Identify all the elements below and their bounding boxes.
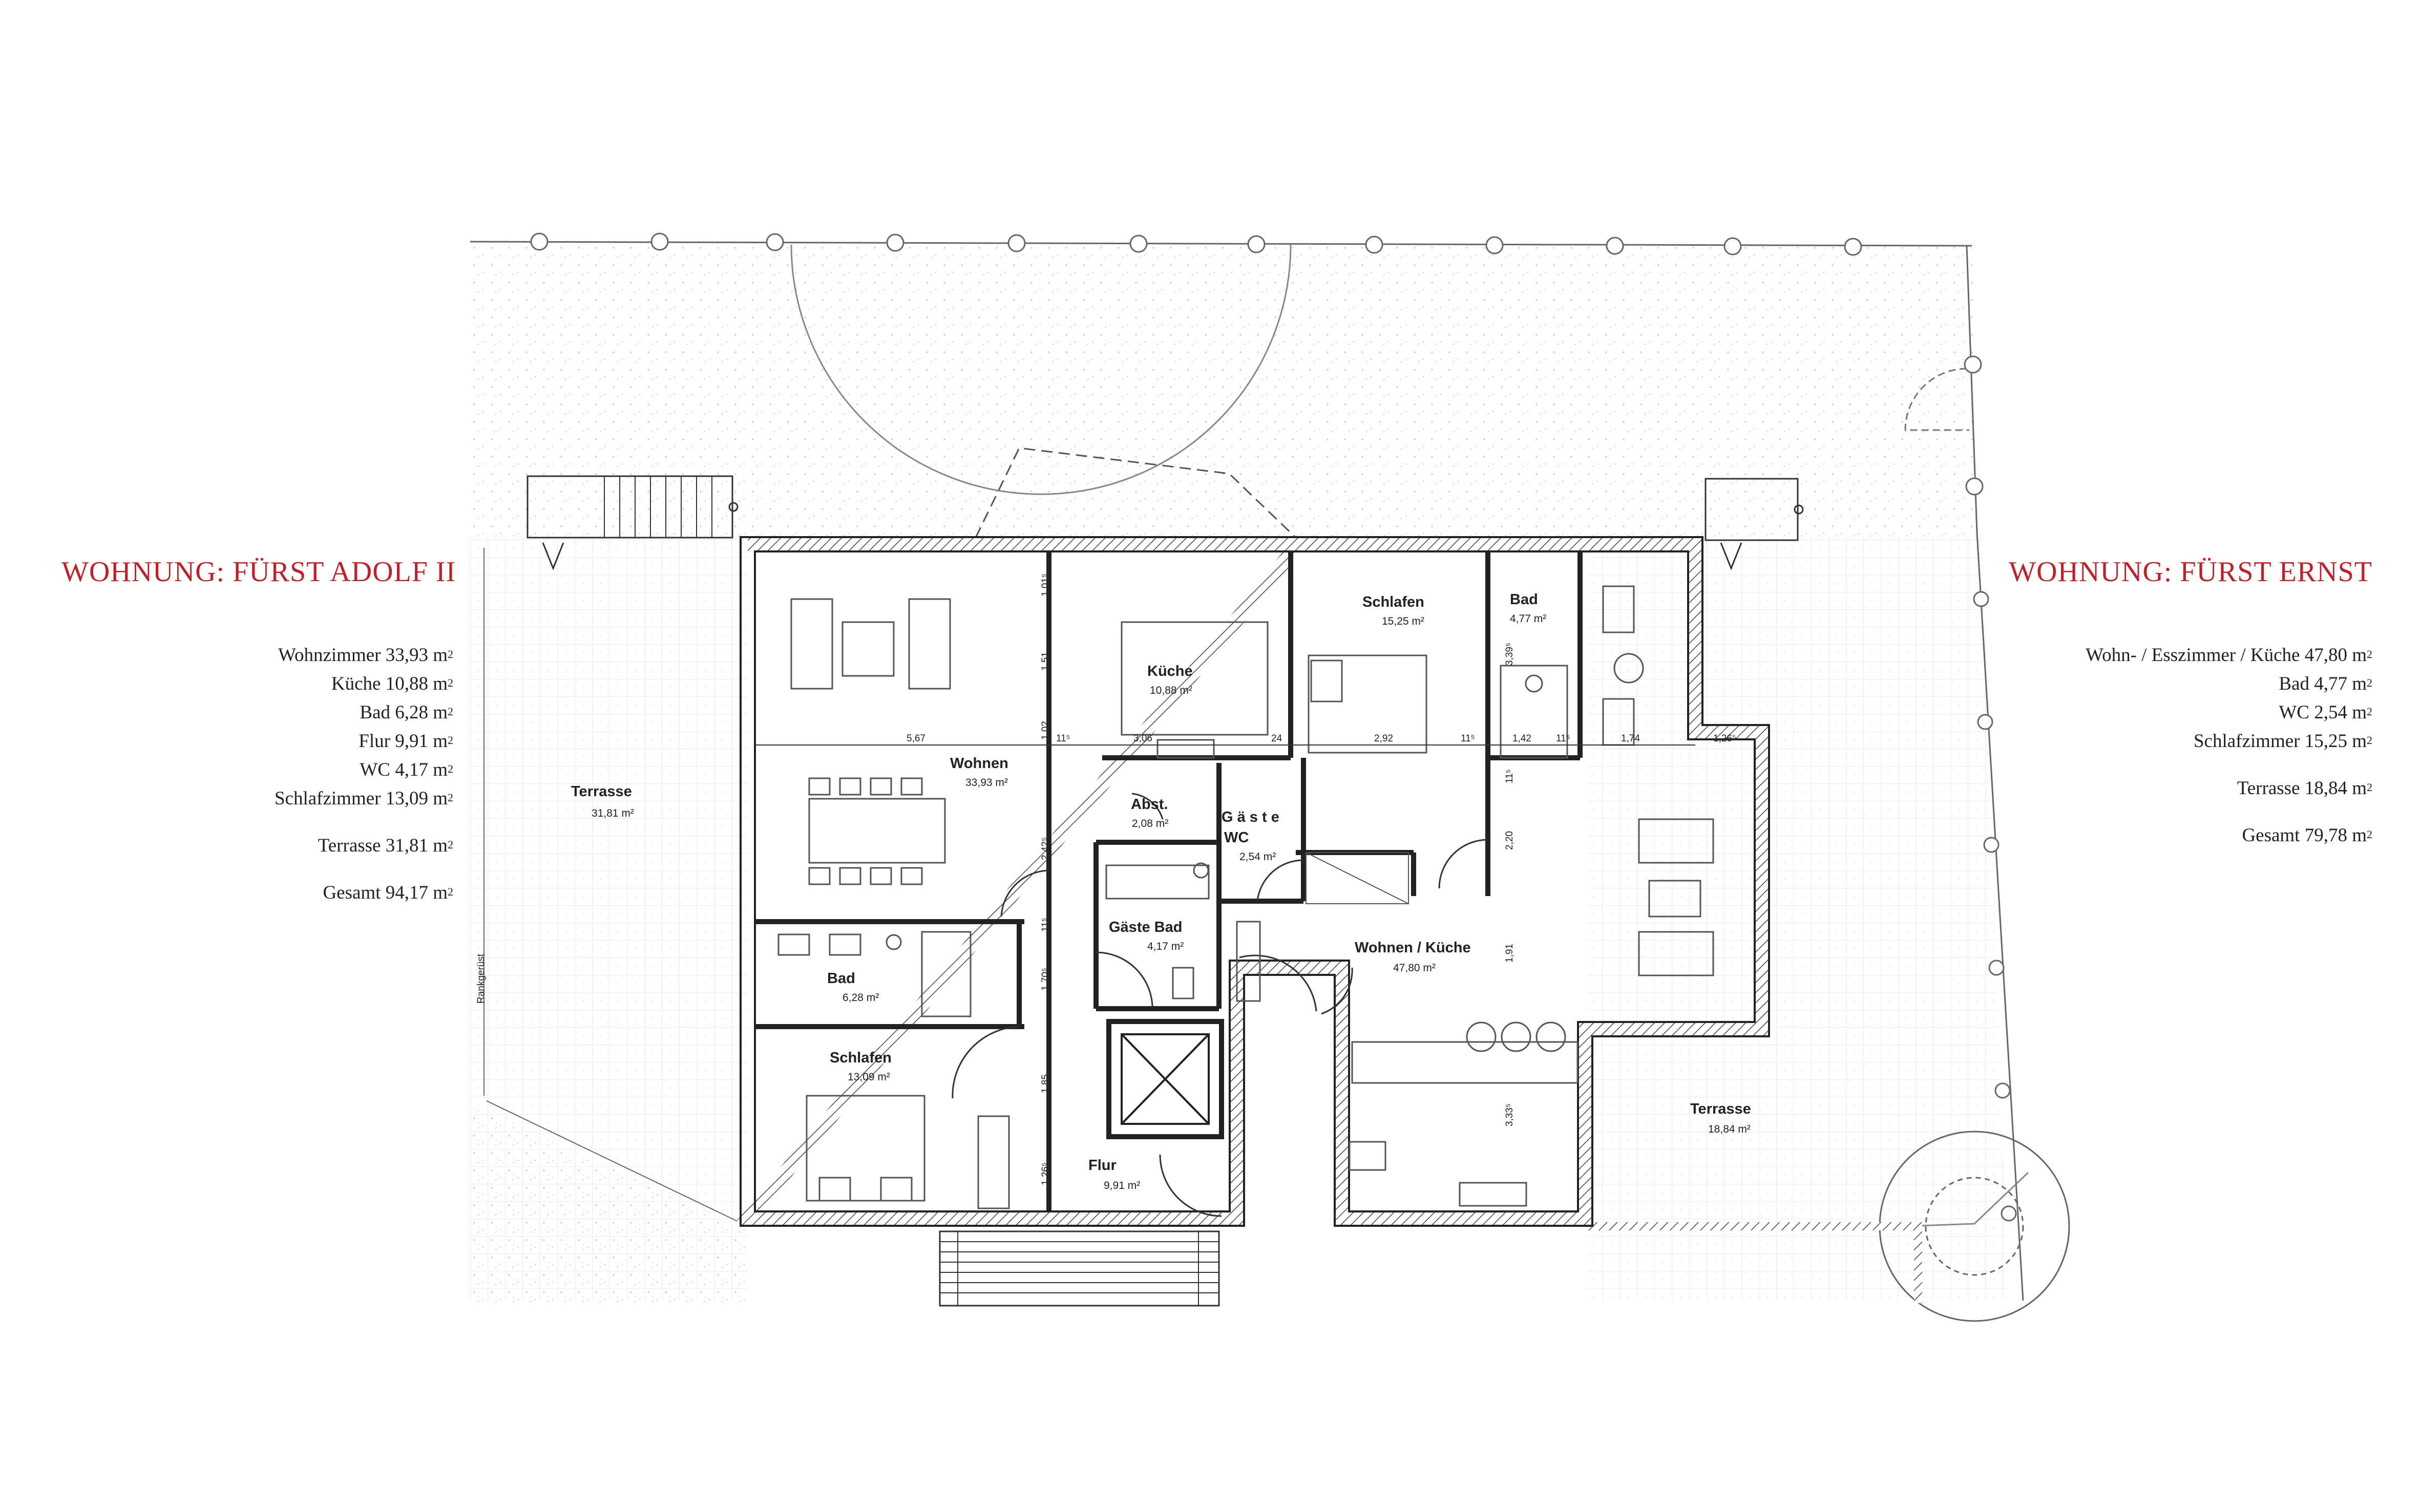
room-name-gaeste-wc: G ä s t e	[1222, 809, 1279, 825]
svg-text:3,33⁵: 3,33⁵	[1504, 1103, 1515, 1126]
area-row: Bad 4,77 m2	[2279, 673, 2372, 694]
room-name-abst: Abst.	[1131, 796, 1168, 813]
unit-title-left: WOHNUNG: FÜRST ADOLF II	[61, 556, 456, 588]
svg-text:5,67: 5,67	[907, 733, 925, 744]
svg-text:11⁵: 11⁵	[1056, 733, 1070, 744]
svg-text:1,26⁵: 1,26⁵	[1713, 733, 1736, 744]
stairs-left	[527, 475, 739, 571]
room-name-schlafen-left: Schlafen	[830, 1050, 892, 1066]
svg-text:2,20: 2,20	[1504, 831, 1515, 850]
room-area-terrasse-left: 31,81 m²	[592, 807, 634, 819]
svg-text:1,91: 1,91	[1504, 944, 1515, 963]
room-name-gaeste-wc-2: WC	[1224, 829, 1249, 846]
area-row: Wohnzimmer 33,93 m2	[278, 645, 453, 666]
room-area-bad-right: 4,77 m²	[1510, 613, 1546, 625]
svg-text:1,42: 1,42	[1512, 733, 1531, 744]
room-area-abst: 2,08 m²	[1132, 818, 1168, 829]
room-area-schlafen-left: 13,09 m²	[848, 1071, 890, 1083]
trellis	[483, 548, 743, 1224]
area-row: Flur 9,91 m2	[359, 731, 453, 752]
room-area-kueche: 10,88 m²	[1150, 685, 1192, 696]
room-area-gaeste-wc: 2,54 m²	[1239, 851, 1276, 863]
svg-text:1,02: 1,02	[1040, 721, 1051, 740]
svg-text:11⁵: 11⁵	[1461, 733, 1475, 744]
area-row: WC 4,17 m2	[360, 759, 453, 780]
area-row: Schlafzimmer 15,25 m2	[2193, 731, 2372, 752]
svg-text:2,42⁵: 2,42⁵	[1040, 837, 1051, 860]
room-name-kueche: Küche	[1147, 663, 1193, 679]
room-area-flur: 9,91 m²	[1104, 1180, 1140, 1191]
room-area-wohnen-kueche: 47,80 m²	[1393, 962, 1436, 974]
roof-outline	[975, 447, 1297, 539]
building-outline	[740, 536, 1770, 1227]
furniture	[777, 585, 1714, 1209]
room-area-schlafen-right: 15,25 m²	[1382, 615, 1424, 627]
area-row: Schlafzimmer 13,09 m2	[274, 788, 453, 809]
svg-text:1,74: 1,74	[1621, 733, 1640, 744]
room-name-terrasse-right: Terrasse	[1690, 1101, 1751, 1117]
dimensions: 5,67 1,01⁵ 1,51 1,02 11⁵ 3,06 24 2,92 11…	[907, 573, 1736, 1185]
doors	[952, 793, 1488, 1217]
room-name-gaeste-bad: Gäste Bad	[1109, 919, 1182, 935]
svg-text:11⁵: 11⁵	[1504, 769, 1515, 783]
gate-arc	[790, 244, 1292, 495]
elevator	[1106, 1019, 1224, 1139]
svg-text:3,06: 3,06	[1133, 733, 1152, 744]
area-row: Küche 10,88 m2	[331, 673, 453, 694]
room-name-schlafen-right: Schlafen	[1362, 594, 1424, 610]
svg-text:11⁵: 11⁵	[1040, 918, 1051, 932]
unit-area-list-left: Wohnzimmer 33,93 m2 Küche 10,88 m2 Bad 6…	[275, 641, 453, 907]
stairs-bottom	[939, 1230, 1220, 1307]
area-row-total: Gesamt 79,78 m2	[2242, 825, 2372, 846]
svg-text:1,85: 1,85	[1040, 1074, 1051, 1093]
room-name-terrasse-left: Terrasse	[571, 783, 632, 800]
svg-text:1,01⁵: 1,01⁵	[1040, 573, 1051, 597]
room-name-wohnen: Wohnen	[950, 755, 1008, 772]
svg-text:3,39⁵: 3,39⁵	[1504, 643, 1515, 666]
room-area-terrasse-right: 18,84 m²	[1708, 1123, 1751, 1135]
area-row: Wohn- / Esszimmer / Küche 47,80 m2	[2086, 645, 2372, 666]
stairs-right	[1704, 478, 1804, 571]
trellis-label: Rankgerüst	[476, 953, 487, 1004]
svg-text:11⁵: 11⁵	[1556, 733, 1570, 744]
fence	[470, 232, 2024, 1301]
area-row: Bad 6,28 m2	[360, 702, 453, 723]
room-area-bad-left: 6,28 m²	[843, 992, 879, 1004]
area-row-terrace: Terrasse 31,81 m2	[318, 835, 453, 856]
room-name-wohnen-kueche: Wohnen / Küche	[1355, 940, 1471, 956]
room-name-bad-left: Bad	[827, 970, 855, 987]
svg-text:1,51: 1,51	[1040, 652, 1051, 671]
unit-area-list-right: Wohn- / Esszimmer / Küche 47,80 m2 Bad 4…	[2086, 641, 2372, 850]
unit-title-right: WOHNUNG: FÜRST ERNST	[2009, 556, 2372, 588]
svg-text:24: 24	[1271, 733, 1282, 744]
room-name-bad-right: Bad	[1510, 591, 1538, 608]
building-walls	[732, 537, 1769, 1226]
room-labels: Terrasse 31,81 m² Wohnen 33,93 m² Küche …	[571, 591, 1751, 1191]
area-row: WC 2,54 m2	[2279, 702, 2372, 723]
area-row-terrace: Terrasse 18,84 m2	[2237, 778, 2372, 799]
interior-walls	[755, 551, 1583, 1211]
svg-text:1,26⁵: 1,26⁵	[1040, 1162, 1051, 1185]
room-name-flur: Flur	[1088, 1157, 1117, 1174]
room-area-gaeste-bad: 4,17 m²	[1147, 941, 1184, 952]
area-row-total: Gesamt 94,17 m2	[323, 882, 453, 903]
room-area-wohnen: 33,93 m²	[965, 777, 1008, 789]
svg-text:2,92: 2,92	[1374, 733, 1393, 744]
svg-text:1,70⁵: 1,70⁵	[1040, 968, 1051, 991]
